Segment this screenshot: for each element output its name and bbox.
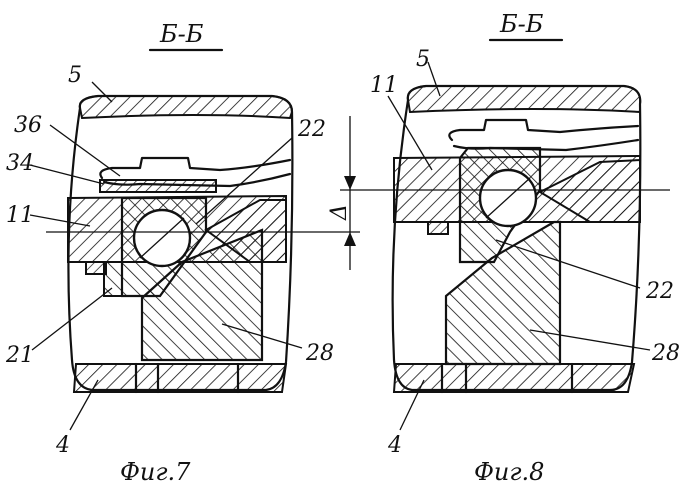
label-5-fig8: 5: [416, 47, 430, 72]
part-5-cover-fig8: [408, 86, 640, 112]
label-22-fig7: 22: [297, 117, 326, 142]
label-22-fig8: 22: [645, 279, 674, 304]
label-28-fig8: 28: [651, 341, 680, 366]
leader-21-fig7: [32, 288, 112, 350]
part-34-plate-fig7: [100, 180, 216, 192]
caption-fig7: Фиг.7: [120, 458, 191, 486]
label-4-fig8: 4: [387, 433, 402, 458]
caption-fig8: Фиг.8: [474, 458, 544, 486]
section-title-fig7: Б-Б: [159, 20, 204, 48]
dimension-arrow-top: [344, 176, 356, 190]
part-36-lever-fig7: [100, 158, 290, 178]
part-4-base-fig7: [74, 364, 286, 392]
label-11-fig7: 11: [6, 203, 34, 228]
figure-8: Б-Б 5 11: [340, 10, 680, 486]
dimension-delta: Δ: [327, 204, 352, 221]
figure-7: Б-Б Δ: [5, 20, 360, 486]
leader-36-fig7: [50, 125, 120, 176]
part-4-base-fig8: [394, 364, 634, 392]
label-11-fig8: 11: [370, 73, 398, 98]
dimension-arrow-bottom: [344, 232, 356, 246]
section-title-fig8: Б-Б: [499, 10, 544, 38]
label-28-fig7: 28: [305, 341, 334, 366]
label-5-fig7: 5: [68, 63, 82, 88]
lever-fig8: [449, 120, 638, 140]
label-36-fig7: 36: [14, 113, 42, 138]
part-5-cover-fig7: [80, 96, 292, 118]
label-34-fig7: 34: [6, 151, 34, 176]
leader-34-fig7: [30, 165, 104, 184]
label-21-fig7: 21: [5, 343, 34, 368]
screw-fig8: [428, 222, 448, 234]
label-4-fig7: 4: [55, 433, 70, 458]
part-21-screw-fig7: [86, 262, 106, 274]
